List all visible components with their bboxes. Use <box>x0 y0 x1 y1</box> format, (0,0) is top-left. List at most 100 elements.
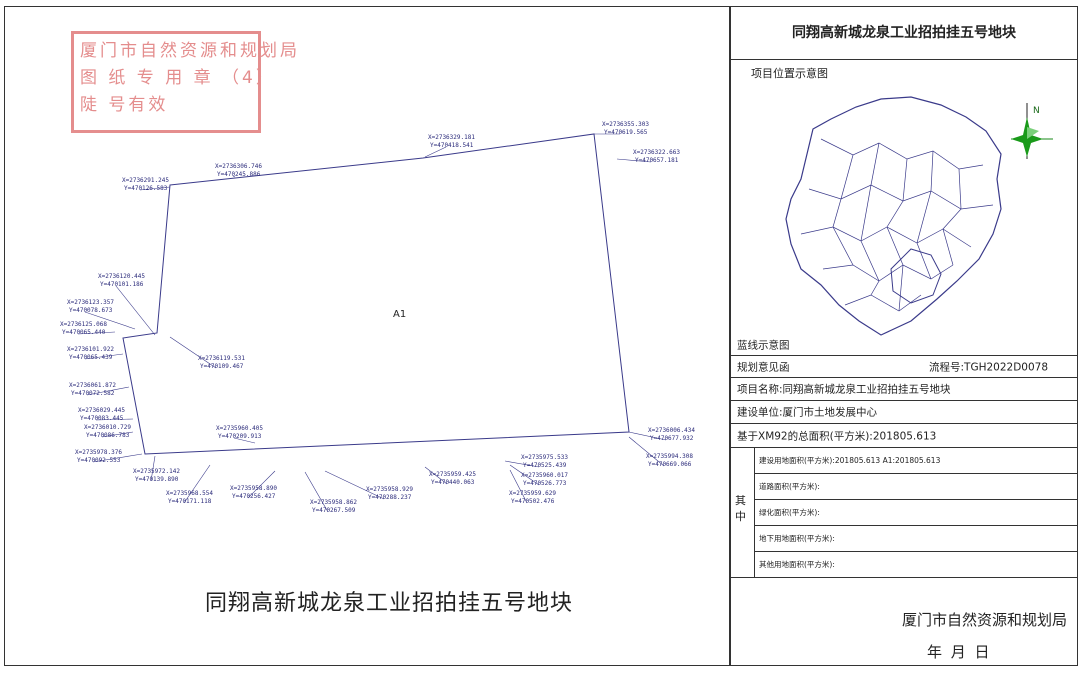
coord-y: Y=470502.476 <box>511 498 555 505</box>
qizhong-label: 其中 <box>735 494 746 523</box>
area-breakdown: 其中 建设用地面积(平方米):201805.613 A1:201805.613 … <box>731 448 1077 578</box>
coord-y: Y=470418.541 <box>430 142 474 149</box>
coord-x: X=2735959.425 <box>429 471 476 478</box>
coord-y: Y=470086.783 <box>86 432 130 439</box>
coord-x: X=2735960.405 <box>216 425 263 432</box>
coord-y: Y=470526.773 <box>523 480 567 487</box>
coord-x: X=2735968.554 <box>166 490 213 497</box>
parcel-label: A1 <box>393 309 406 320</box>
coord-x: X=2735972.142 <box>133 468 180 475</box>
leader-line <box>324 470 385 500</box>
coord-x: X=2736010.729 <box>84 424 131 431</box>
coord-x: X=2736329.181 <box>428 134 475 141</box>
detail-text: 建设用地面积(平方米):201805.613 A1:201805.613 <box>759 456 941 465</box>
leader-line <box>304 471 329 513</box>
coord-x: X=2736306.746 <box>215 163 262 170</box>
panel-title: 同翔高新城龙泉工业招拍挂五号地块 <box>731 7 1077 60</box>
leader-line <box>509 464 540 486</box>
compass-letter: N <box>1033 106 1040 116</box>
coord-x: X=2735960.017 <box>521 472 568 479</box>
opinion-label: 规划意见函 <box>737 361 790 373</box>
leader-line <box>183 464 211 504</box>
detail-text: 绿化面积(平方米): <box>759 508 820 517</box>
qizhong-cell: 其中 <box>731 448 755 577</box>
location-label: 项目位置示意图 <box>751 67 828 80</box>
detail-row: 其他用地面积(平方米): <box>755 552 1077 578</box>
blueline-row: 蓝线示意图 <box>731 334 1077 356</box>
leader-line <box>616 158 652 163</box>
coord-y: Y=470677.932 <box>650 435 694 442</box>
detail-row: 建设用地面积(平方米):201805.613 A1:201805.613 <box>755 448 1077 474</box>
coord-x: X=2736123.357 <box>67 299 114 306</box>
leader-line <box>232 175 236 178</box>
coord-y: Y=470083.445 <box>80 415 124 422</box>
coord-y: Y=470139.890 <box>135 476 179 483</box>
coord-x: X=2735975.533 <box>521 454 568 461</box>
leader-line <box>169 336 217 369</box>
coord-x: X=2736125.068 <box>60 321 107 328</box>
leader-line <box>628 431 667 441</box>
coord-x: X=2735958.890 <box>230 485 277 492</box>
leader-line <box>101 431 134 438</box>
detail-row: 道路面积(平方米): <box>755 474 1077 500</box>
coord-x: X=2736322.663 <box>633 149 680 156</box>
leader-line <box>77 331 116 335</box>
leader-line <box>95 418 134 421</box>
coord-y: Y=470078.673 <box>69 307 113 314</box>
unit-row: 建设单位:厦门市土地发展中心 <box>731 401 1077 424</box>
flow-number: 流程号:TGH2022D0078 <box>929 361 1049 373</box>
leader-line <box>424 466 448 485</box>
coord-y: Y=470256.427 <box>232 493 276 500</box>
coord-y: Y=470065.439 <box>69 354 113 361</box>
detail-text: 其他用地面积(平方米): <box>759 560 835 569</box>
coord-y: Y=470657.181 <box>635 157 679 164</box>
detail-row: 地下用地面积(平方米): <box>755 526 1077 552</box>
leader-line <box>84 353 124 360</box>
coord-y: Y=470440.063 <box>431 479 475 486</box>
coord-y: Y=470101.186 <box>100 281 144 288</box>
leader-line <box>139 186 171 191</box>
leader-line <box>424 146 447 158</box>
coord-y: Y=470245.886 <box>217 171 261 178</box>
coord-y: Y=470072.582 <box>71 390 115 397</box>
parcel-map: A1 X=2736329.181Y=470418.541X=2736355.30… <box>60 121 695 514</box>
coord-y: Y=470126.583 <box>124 185 168 192</box>
coord-x: X=2736029.445 <box>78 407 125 414</box>
coord-y: Y=470525.439 <box>523 462 567 469</box>
leader-line <box>150 455 156 482</box>
official-stamp: 厦门市自然资源和规划局 图 纸 专 用 章 （4） 陡 号有效 <box>71 31 297 133</box>
total-area-row: 基于XM92的总面积(平方米):201805.613 <box>731 424 1077 448</box>
location-map <box>785 96 1002 336</box>
stamp-line: 图 纸 专 用 章 （4） <box>80 68 276 88</box>
info-panel: 同翔高新城龙泉工业招拍挂五号地块 项目位置示意图 N 蓝线示意图 规划意见函 流… <box>730 6 1078 666</box>
detail-row: 绿化面积(平方米): <box>755 500 1077 526</box>
leader-line <box>504 460 540 468</box>
parcel-boundary <box>122 133 630 455</box>
coord-y: Y=470109.467 <box>200 363 244 370</box>
coord-y: Y=470619.565 <box>604 129 648 136</box>
detail-text: 道路面积(平方米): <box>759 482 820 491</box>
coord-y: Y=470065.440 <box>62 329 106 336</box>
issuing-organization: 厦门市自然资源和规划局 <box>901 611 1067 629</box>
total-area: 基于XM92的总面积(平方米):201805.613 <box>737 430 937 442</box>
leader-line <box>92 453 143 463</box>
leader-line <box>509 469 528 504</box>
